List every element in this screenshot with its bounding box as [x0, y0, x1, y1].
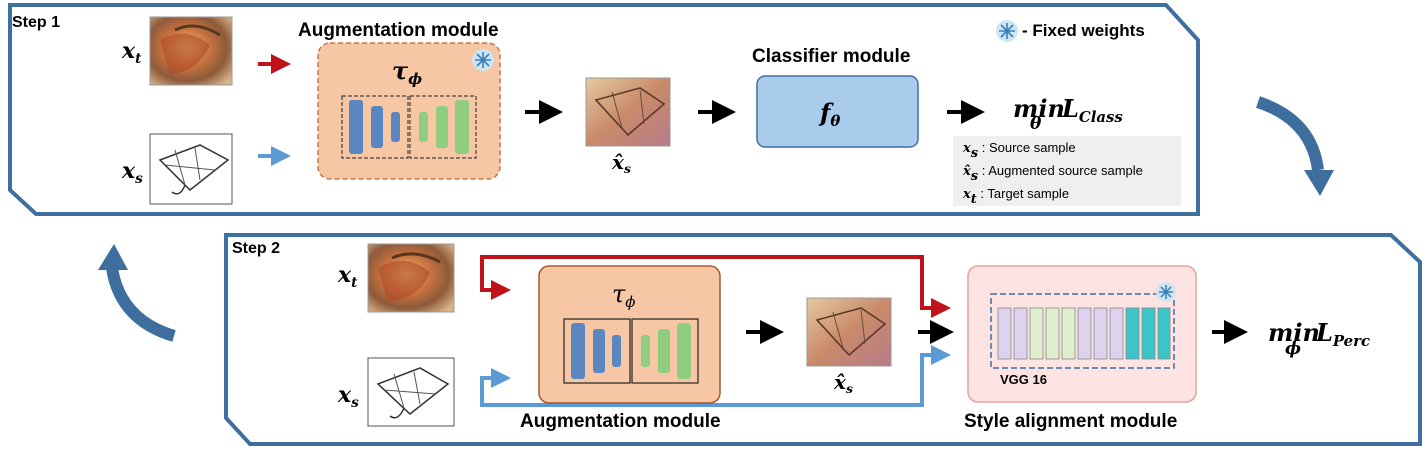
augmented-sample-label-step2: x̂s	[834, 370, 853, 397]
classifier-module	[756, 75, 919, 148]
min-under-phi: ϕ	[1285, 339, 1302, 359]
loss-perc-label: LPerc	[1316, 318, 1371, 351]
augmented-sample-label-step1: x̂s	[612, 150, 631, 177]
source-sketch-step2	[367, 357, 455, 427]
cycle-arrow-right-head	[1304, 170, 1334, 196]
cycle-arrow-right	[1255, 96, 1324, 171]
augmentation-module-step1	[317, 42, 501, 180]
step2-label: Step 2	[232, 240, 281, 257]
augmentation-title-step2: Augmentation module	[520, 411, 721, 432]
tau-phi-label-step2: τϕ	[612, 280, 636, 312]
target-image-step2	[367, 243, 455, 313]
target-route-step2	[480, 255, 511, 300]
legend-row: xs : Source sample	[963, 140, 1076, 161]
min-label-step2: min	[1268, 318, 1320, 347]
style-alignment-title: Style alignment module	[964, 411, 1178, 432]
vgg-layers	[997, 307, 1171, 360]
f-theta-label: fθ	[820, 98, 841, 131]
target-sample-label-step1: xt	[122, 38, 142, 67]
augmented-image-step1	[585, 77, 671, 147]
augmentation-title-step1: Augmentation module	[298, 20, 499, 41]
source-route-step2-bottom	[482, 345, 951, 407]
snowflake-icon	[996, 20, 1018, 42]
augmented-image-step2	[806, 297, 892, 367]
notation-legend: xs : Source sample x̂s : Augmented sourc…	[953, 136, 1181, 207]
snowflake-icon	[472, 49, 494, 71]
min-under-theta: θ	[1030, 114, 1042, 134]
cycle-arrow-left	[106, 266, 176, 342]
cycle-arrow-left-head	[98, 244, 128, 270]
classifier-title: Classifier module	[752, 46, 911, 67]
step1-label: Step 1	[12, 14, 61, 31]
source-sketch-step1	[149, 133, 233, 205]
fixed-weights-legend: - Fixed weights	[1022, 21, 1145, 40]
source-sample-label-step1: xs	[122, 158, 143, 187]
target-sample-label-step2: xt	[338, 262, 358, 291]
step2-frame	[224, 233, 1422, 446]
vgg16-label: VGG 16	[1000, 372, 1047, 387]
source-sample-label-step2: xs	[338, 382, 359, 411]
snowflake-icon	[1156, 282, 1176, 302]
legend-row: x̂s : Augmented source sample	[963, 163, 1143, 184]
legend-row: xt : Target sample	[963, 186, 1070, 207]
target-image-step1	[149, 16, 233, 86]
target-route-step2-top	[482, 255, 951, 318]
loss-class-label: LClass	[1062, 94, 1123, 127]
tau-phi-label-step1: τϕ	[392, 56, 423, 89]
step1-frame	[8, 3, 1200, 216]
source-route-step2	[480, 368, 511, 407]
min-label-step1: min	[1013, 94, 1065, 123]
